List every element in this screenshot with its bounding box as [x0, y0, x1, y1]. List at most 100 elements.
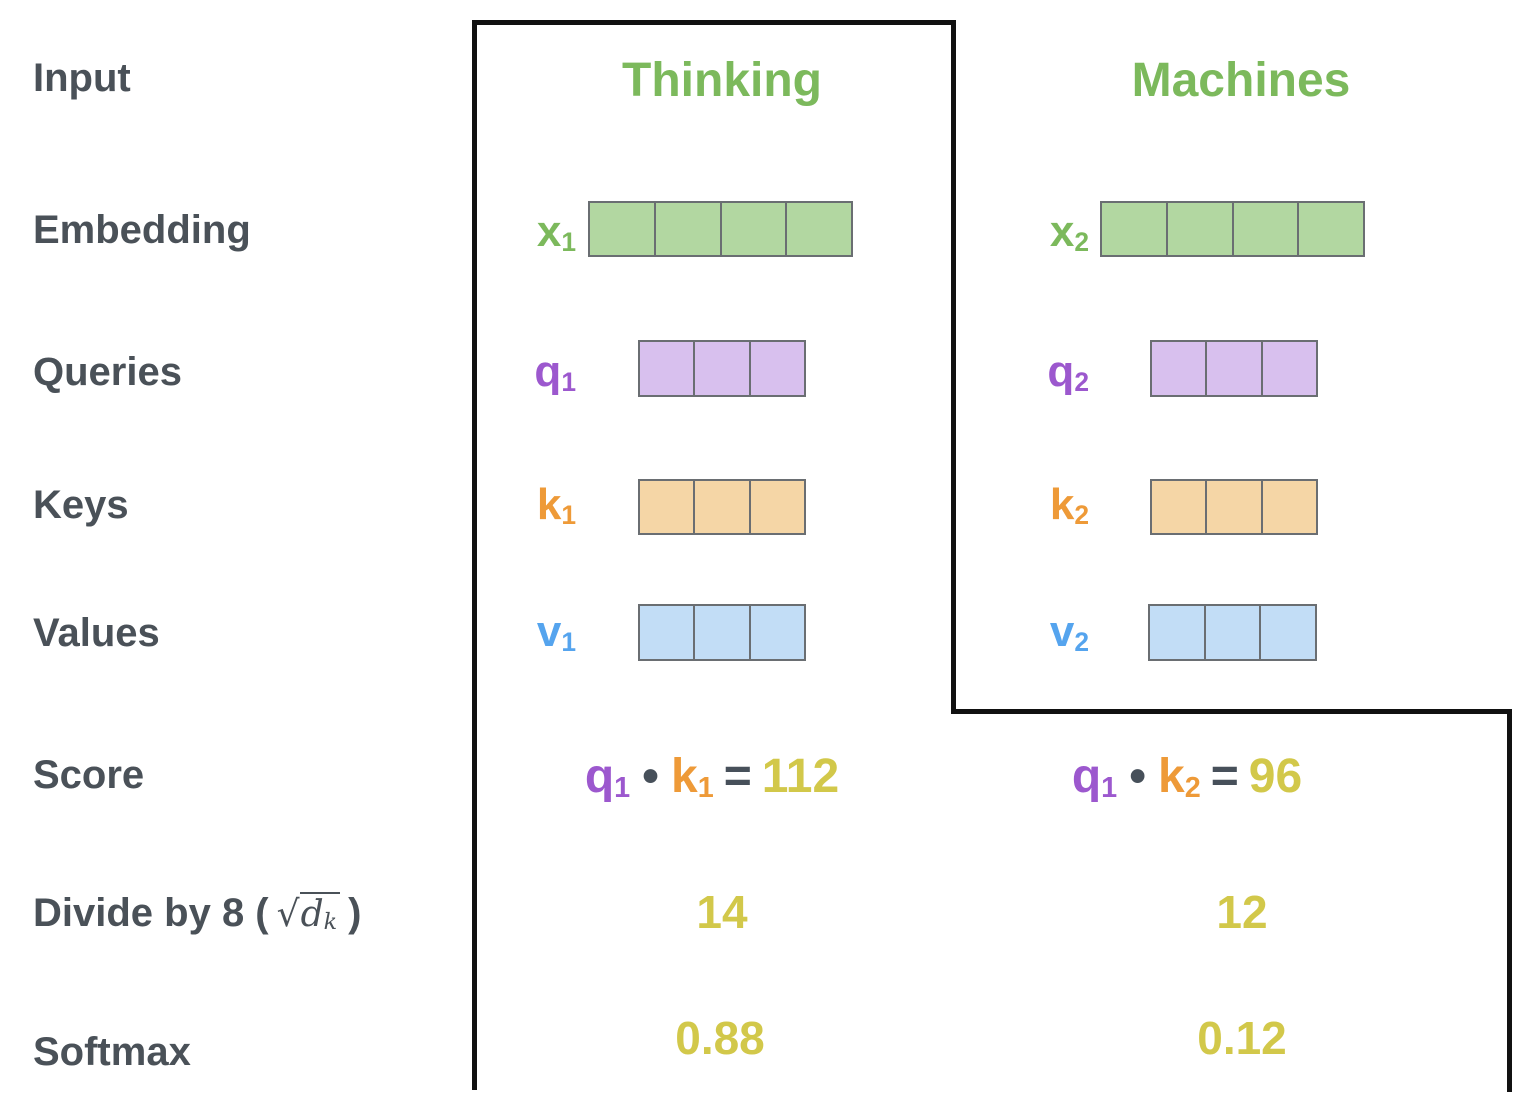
row-label-score: Score: [33, 753, 145, 797]
divided-score-thinking: 14: [696, 886, 748, 938]
input-word-thinking: Thinking: [622, 54, 822, 107]
vector-cell: [1152, 481, 1208, 533]
vector-cell: [722, 203, 788, 255]
v1-subscript: 1: [561, 626, 576, 657]
d-variable: d: [300, 894, 324, 935]
query-label-q1: q1: [476, 347, 576, 397]
score1-q-subscript: 1: [614, 772, 631, 805]
value-vector-v2: [1148, 604, 1317, 661]
score-equation-machines: q1•k2=96: [987, 750, 1387, 804]
query-vector-q1: [638, 340, 806, 397]
equals-sign: =: [723, 750, 752, 803]
equals-sign: =: [1210, 750, 1239, 803]
key-label-k2: k2: [989, 480, 1089, 530]
q2-subscript: 2: [1074, 366, 1089, 397]
vector-cell: [695, 606, 751, 659]
vector-cell: [1102, 203, 1168, 255]
vector-cell: [751, 606, 804, 659]
score2-k-base: k: [1158, 750, 1185, 803]
vector-cell: [1168, 203, 1234, 255]
score-equation-thinking: q1•k1=112: [512, 750, 912, 804]
softmax-value-machines: 0.12: [1197, 1012, 1287, 1064]
vector-cell: [695, 481, 751, 533]
score2-k-term: k2: [1158, 750, 1201, 803]
row-label-embedding: Embedding: [33, 208, 251, 252]
vector-cell: [1150, 606, 1206, 659]
embedding-label-x2: x2: [989, 207, 1089, 257]
softmax-value-thinking: 0.88: [675, 1012, 765, 1064]
k1-subscript: 1: [561, 499, 576, 530]
row-label-input: Input: [33, 56, 131, 100]
vector-cell: [590, 203, 656, 255]
sqrt-symbol: √: [276, 894, 300, 935]
vector-cell: [1263, 342, 1316, 395]
score1-q-term: q1: [585, 750, 630, 803]
vector-cell: [1263, 481, 1316, 533]
key-label-k1: k1: [476, 480, 576, 530]
row-label-queries: Queries: [33, 350, 182, 394]
v2-base: v: [1049, 607, 1075, 656]
score1-k-term: k1: [671, 750, 714, 803]
highlight-outline-right-edge: [1507, 709, 1512, 1092]
vector-cell: [1206, 606, 1262, 659]
query-label-q2: q2: [989, 347, 1089, 397]
q1-base: q: [534, 347, 562, 396]
vector-cell: [640, 606, 696, 659]
row-label-softmax: Softmax: [33, 1030, 191, 1074]
score2-result: 96: [1248, 750, 1303, 803]
divide-label-prefix: Divide by 8 (: [33, 891, 269, 935]
x2-base: x: [1049, 207, 1075, 256]
value-label-v1: v1: [476, 607, 576, 657]
vector-cell: [1261, 606, 1315, 659]
dot-product-operator: •: [642, 750, 659, 803]
key-vector-k2: [1150, 479, 1318, 535]
x1-subscript: 1: [561, 226, 576, 257]
highlight-outline-step-edge: [951, 709, 1512, 714]
q2-base: q: [1047, 347, 1075, 396]
k1-base: k: [536, 480, 562, 529]
vector-cell: [640, 481, 696, 533]
score1-result: 112: [761, 750, 840, 803]
vector-cell: [640, 342, 696, 395]
embedding-vector-x1: [588, 201, 853, 257]
vector-cell: [1207, 342, 1263, 395]
score2-q-base: q: [1071, 750, 1102, 803]
highlight-outline-left-edge: [472, 20, 477, 1090]
v2-subscript: 2: [1074, 626, 1089, 657]
x1-base: x: [536, 207, 562, 256]
value-vector-v1: [638, 604, 806, 661]
highlight-outline-middle-edge: [951, 20, 956, 714]
v1-base: v: [536, 607, 562, 656]
vector-cell: [1234, 203, 1300, 255]
vector-cell: [1152, 342, 1208, 395]
score2-q-subscript: 1: [1101, 772, 1118, 805]
divided-score-machines: 12: [1216, 886, 1268, 938]
value-label-v2: v2: [989, 607, 1089, 657]
dot-product-operator: •: [1129, 750, 1146, 803]
input-word-machines: Machines: [1131, 54, 1351, 107]
key-vector-k1: [638, 479, 806, 535]
k-subscript: k: [323, 909, 338, 936]
vector-cell: [751, 342, 804, 395]
dk-radicand: dk: [299, 892, 341, 936]
q1-subscript: 1: [561, 366, 576, 397]
k2-subscript: 2: [1074, 499, 1089, 530]
score1-k-base: k: [670, 750, 698, 803]
vector-cell: [751, 481, 804, 533]
embedding-label-x1: x1: [476, 207, 576, 257]
row-label-keys: Keys: [33, 483, 129, 527]
score2-q-term: q1: [1072, 750, 1117, 803]
sqrt-dk-formula: √dk: [276, 892, 341, 936]
query-vector-q2: [1150, 340, 1318, 397]
row-label-divide-by-8: Divide by 8 (√dk): [33, 891, 361, 935]
score2-k-subscript: 2: [1184, 772, 1201, 805]
vector-cell: [695, 342, 751, 395]
x2-subscript: 2: [1074, 226, 1089, 257]
score1-k-subscript: 1: [697, 772, 714, 805]
score1-q-base: q: [584, 750, 615, 803]
k2-base: k: [1049, 480, 1075, 529]
highlight-outline-top-edge: [472, 20, 956, 25]
vector-cell: [787, 203, 851, 255]
vector-cell: [1207, 481, 1263, 533]
